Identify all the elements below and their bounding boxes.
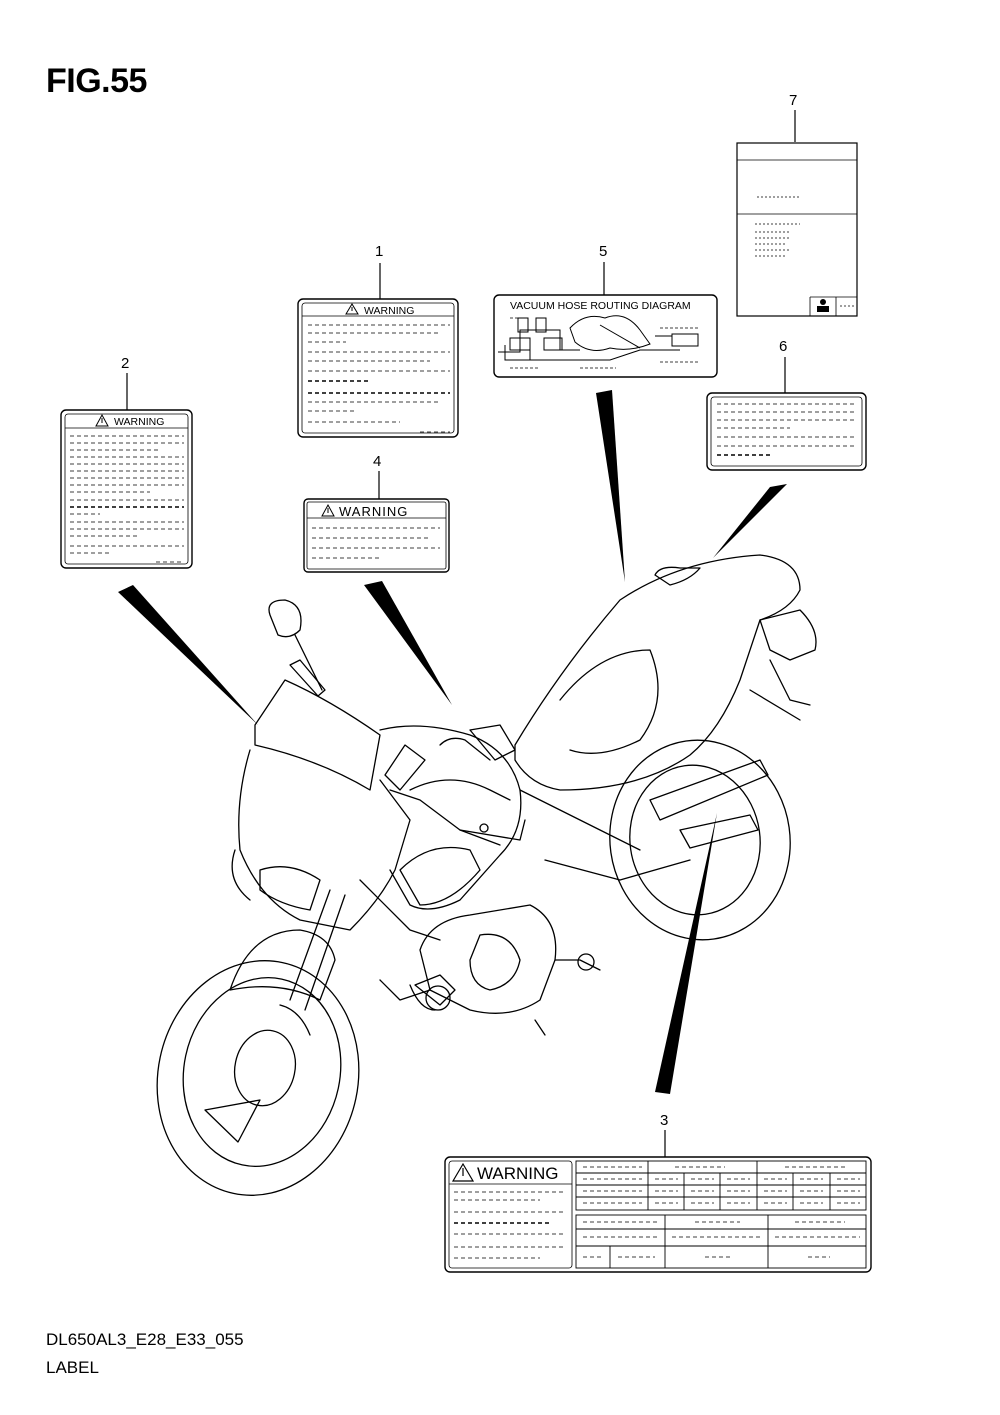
label-7-owners-manual [736, 142, 858, 317]
label-1-warning: WARNING [297, 298, 459, 438]
warning-triangle-icon [95, 413, 109, 427]
label-3-warning-table: WARNING [444, 1156, 872, 1273]
figure-title: FIG.55 [46, 62, 147, 100]
callout-1: 1 [375, 243, 384, 260]
hose-routing-drawing [498, 315, 699, 361]
callout-6: 6 [779, 338, 788, 355]
callout-5: 5 [599, 243, 608, 260]
figure-name: LABEL [46, 1358, 99, 1377]
label-3-heading: WARNING [477, 1164, 559, 1183]
label-2-warning: WARNING [60, 409, 193, 569]
label-4-warning: WARNING [303, 498, 450, 573]
label-5-vacuum-hose-routing-diagram: VACUUM HOSE ROUTING DIAGRAM [493, 294, 718, 378]
figure-code: DL650AL3_E28_E33_055 [46, 1330, 244, 1349]
label-1-heading: WARNING [364, 305, 414, 317]
label-2-heading: WARNING [114, 416, 164, 428]
callout-3: 3 [660, 1112, 669, 1129]
motorcycle-illustration [156, 554, 817, 1196]
pointer-wedges [118, 390, 787, 1094]
warning-triangle-icon [321, 503, 335, 517]
warning-triangle-icon [451, 1162, 475, 1182]
label-5-heading: VACUUM HOSE ROUTING DIAGRAM [510, 300, 691, 312]
callout-7: 7 [789, 92, 798, 109]
leader-lines [126, 110, 796, 1158]
warning-triangle-icon [345, 303, 359, 315]
person-icon [817, 299, 829, 312]
label-4-heading: WARNING [339, 504, 408, 519]
callout-4: 4 [373, 453, 382, 470]
callout-2: 2 [121, 355, 130, 372]
label-6-info [706, 392, 867, 471]
